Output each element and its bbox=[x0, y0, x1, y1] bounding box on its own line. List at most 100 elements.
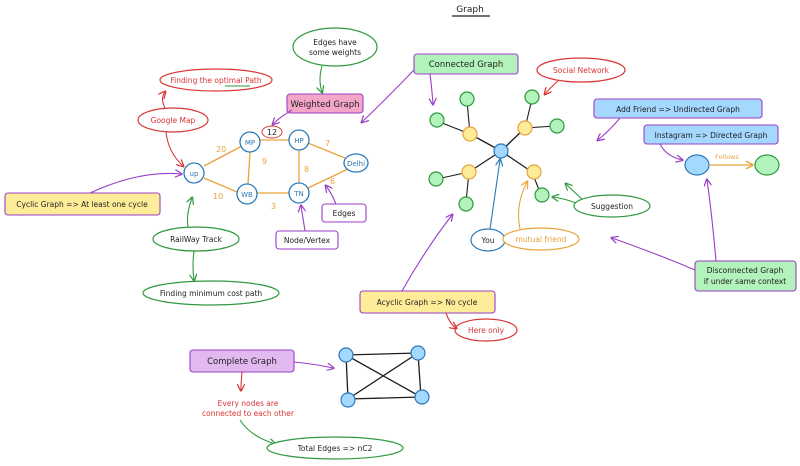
arrow-addfriend-to-graph bbox=[598, 117, 621, 140]
edges-box bbox=[321, 203, 367, 223]
disconnected-graph-box bbox=[694, 260, 797, 292]
google-map-text: Google Map bbox=[151, 116, 196, 125]
mutual-friend-text: mutual friend bbox=[516, 235, 567, 244]
arrow-suggestion-2 bbox=[553, 197, 577, 204]
page-title: Graph bbox=[456, 5, 484, 15]
arrow-mutual-to-node bbox=[518, 182, 527, 230]
total-edges-text: Total Edges => nC2 bbox=[297, 444, 373, 453]
arrow-cyclic-to-up bbox=[89, 173, 181, 194]
arrow-suggestion-1 bbox=[566, 184, 583, 200]
sn-node-g4 bbox=[549, 118, 565, 134]
sn-node-ur bbox=[517, 120, 533, 136]
arrow-acyclic-to-hereonly bbox=[445, 312, 456, 328]
arrow-weighted-to-weight bbox=[273, 109, 293, 124]
finding-optimal-text: Finding the optimal Path bbox=[170, 76, 262, 85]
disconnected-graph-label-1: Disconnected Graph bbox=[707, 266, 784, 275]
node-hp bbox=[288, 129, 310, 151]
cyclic-graph-box bbox=[4, 192, 161, 216]
cg-edge-tr-bl bbox=[347, 352, 419, 400]
arrow-you-to-center bbox=[489, 160, 500, 230]
edge-up-wb bbox=[203, 177, 238, 193]
social-network-text: Social Network bbox=[553, 66, 610, 75]
google-map-bubble bbox=[137, 107, 209, 133]
weight-tn-delhi: 6 bbox=[330, 177, 335, 186]
suggestion-text: Suggestion bbox=[591, 202, 633, 211]
sn-node-ul bbox=[462, 126, 478, 142]
sn-node-g6 bbox=[458, 196, 474, 212]
weight-up-mp: 20 bbox=[216, 145, 226, 154]
acyclic-graph-label: Acyclic Graph => No cycle bbox=[377, 298, 478, 307]
cg-node-br bbox=[414, 389, 430, 405]
arrow-complete-to-desc bbox=[241, 371, 242, 390]
sn-node-center bbox=[493, 143, 509, 159]
node-label-wb: WB bbox=[241, 191, 253, 199]
weight-up-wb: 10 bbox=[213, 192, 223, 201]
node-label-hp: HP bbox=[294, 137, 304, 145]
connected-graph-label: Connected Graph bbox=[429, 60, 504, 70]
total-edges-bubble bbox=[266, 436, 404, 460]
node-label-up: up bbox=[190, 170, 199, 178]
cyclic-graph-label: Cyclic Graph => At least one cycle bbox=[16, 200, 148, 209]
node-label-mp: MP bbox=[245, 139, 255, 147]
railway-track-bubble bbox=[152, 226, 240, 252]
instagram-node-blue bbox=[684, 154, 710, 176]
sn-node-g7 bbox=[534, 187, 550, 203]
node-up bbox=[183, 162, 205, 184]
arrow-connected-to-weighted bbox=[362, 69, 415, 122]
every-nodes-text-2: connected to each other bbox=[202, 409, 295, 418]
here-only-text: Here only bbox=[468, 326, 505, 335]
weight-hp-tn: 8 bbox=[304, 165, 309, 174]
edges-have-weights-bubble bbox=[292, 27, 378, 67]
sn-node-g1 bbox=[459, 91, 475, 107]
arrow-nodevertex-to-tn bbox=[301, 206, 305, 232]
arrow-complete-to-graph bbox=[293, 361, 333, 368]
instagram-label: Instagram => Directed Graph bbox=[655, 131, 768, 140]
follows-label: Follows bbox=[715, 153, 739, 161]
cg-edge-bl-br bbox=[347, 396, 422, 400]
finding-min-cost-bubble bbox=[142, 280, 280, 306]
edge-tn-delhi bbox=[307, 168, 349, 189]
node-wb bbox=[236, 183, 258, 205]
sn-node-g3 bbox=[524, 89, 540, 105]
arrow-connected-to-graph bbox=[430, 73, 433, 104]
arrow-railway-to-mincost bbox=[193, 250, 194, 280]
railway-track-text: RailWay Track bbox=[170, 235, 222, 244]
cg-node-tr bbox=[410, 345, 426, 361]
arrow-desc-to-total bbox=[239, 419, 275, 444]
node-delhi bbox=[343, 153, 369, 173]
weight-wb-tn: 3 bbox=[271, 202, 276, 211]
arrow-gmap-to-up bbox=[165, 131, 183, 166]
weighted-graph-box bbox=[286, 93, 364, 114]
arrow-weights-to-weighted bbox=[320, 65, 322, 92]
cg-node-bl bbox=[340, 392, 356, 408]
sn-node-g5 bbox=[428, 171, 444, 187]
sn-node-g2 bbox=[429, 112, 445, 128]
edge-hp-delhi bbox=[307, 142, 346, 159]
acyclic-graph-box bbox=[359, 290, 496, 314]
cg-edge-tl-tr bbox=[345, 352, 419, 356]
arrow-gmap-to-optimal bbox=[163, 92, 166, 109]
social-network-graph bbox=[428, 89, 565, 212]
arrow-instagram-to-node bbox=[659, 143, 682, 160]
edges-label: Edges bbox=[333, 209, 356, 218]
arrow-railway-to-graph bbox=[188, 198, 193, 228]
cg-node-tl bbox=[338, 347, 354, 363]
sn-node-ll bbox=[461, 164, 477, 180]
arrow-disconnected-to-social bbox=[612, 238, 696, 271]
weight-hp-delhi: 7 bbox=[325, 139, 330, 148]
weight-mp-hp: 12 bbox=[267, 128, 277, 137]
arrow-disconnected-to-insta bbox=[707, 180, 717, 262]
arrow-edges-to-edge bbox=[326, 186, 337, 205]
weighted-graph: up MP HP WB TN Delhi 20 10 9 12 7 8 3 6 bbox=[183, 125, 369, 211]
arrow-acyclic-to-graph bbox=[401, 215, 452, 292]
node-tn bbox=[288, 182, 310, 204]
node-vertex-label: Node/Vertex bbox=[284, 236, 331, 245]
node-vertex-box bbox=[275, 230, 339, 250]
connected-graph-box bbox=[413, 53, 519, 75]
node-label-delhi: Delhi bbox=[347, 160, 365, 168]
complete-graph-label: Complete Graph bbox=[207, 357, 277, 367]
node-label-tn: TN bbox=[293, 190, 304, 198]
edge-mp-wb bbox=[247, 151, 251, 185]
mutual-friend-bubble bbox=[502, 227, 580, 251]
